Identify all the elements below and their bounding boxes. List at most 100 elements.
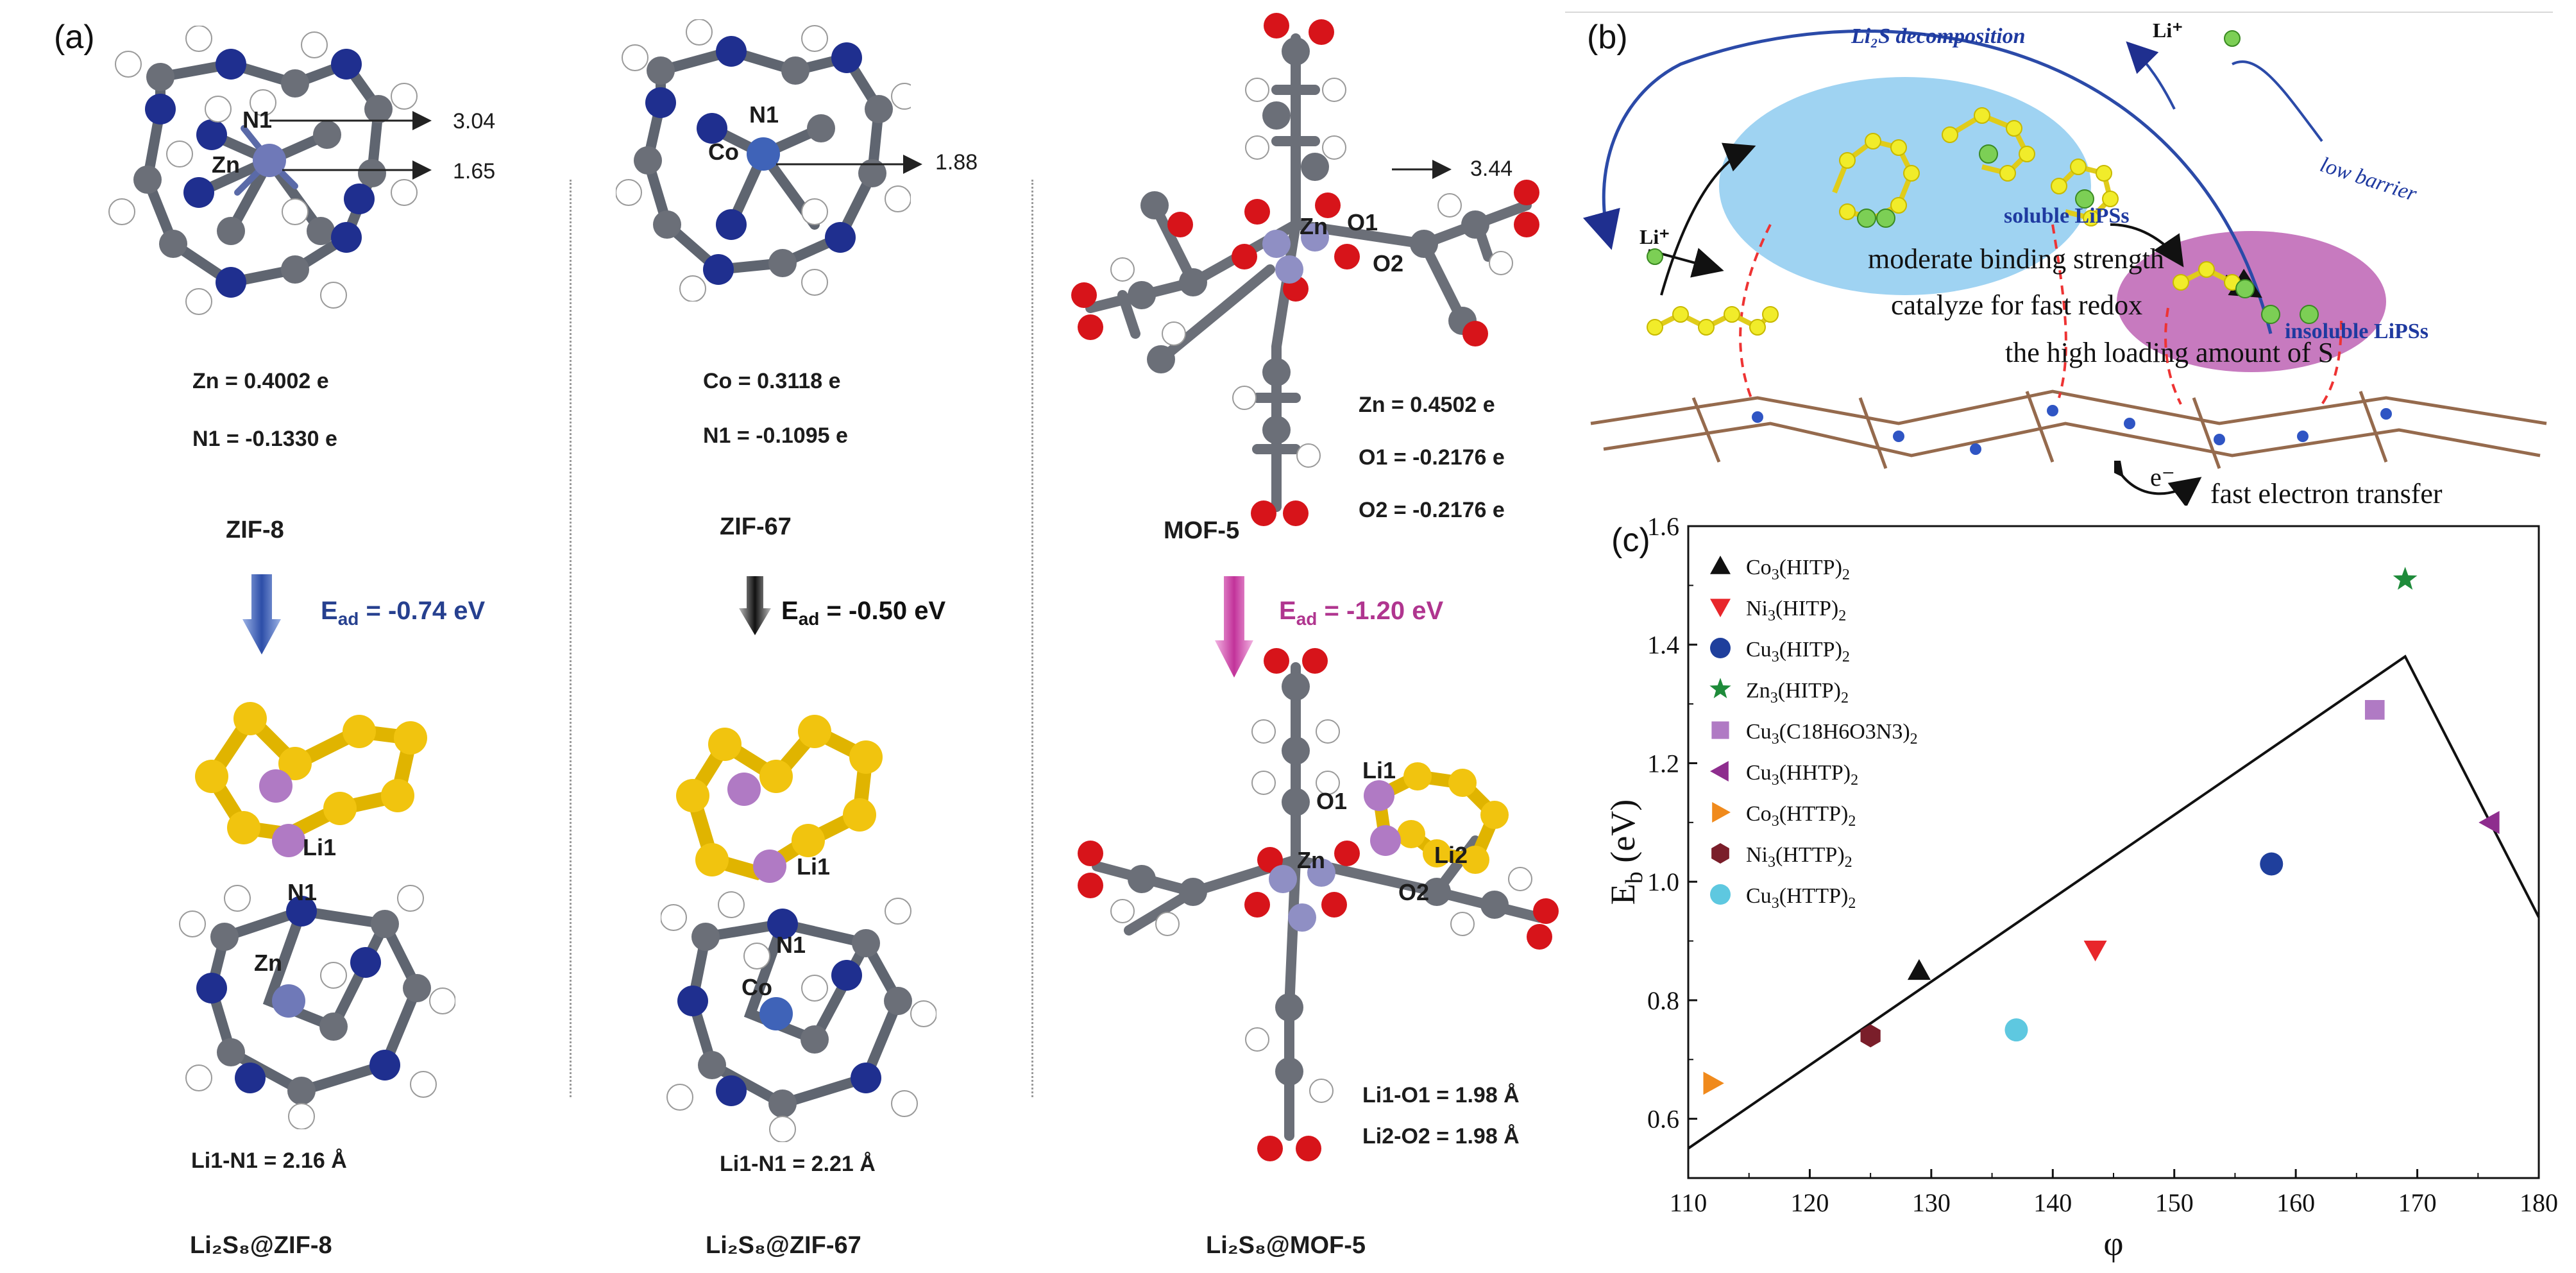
fast-redox-text: catalyze for fast redox	[1891, 289, 2143, 321]
x-tick-label: 160	[2276, 1188, 2315, 1217]
mof5-down-arrow	[1215, 576, 1253, 678]
mof5-zn-b-label: Zn	[1297, 847, 1325, 873]
legend-label-4: Cu3(C18H6O3N3)2	[1746, 720, 1918, 748]
legend-label-2: Cu3(HITP)2	[1746, 638, 1850, 665]
legend-label-5: Cu3(HHTP)2	[1746, 761, 1858, 789]
y-tick-label: 1.6	[1647, 513, 1679, 541]
mof5-charge-o2: O2 = -0.2176 e	[1359, 498, 1505, 522]
zif67-charge-n1: N1 = -0.1095 e	[703, 423, 848, 448]
mof5-li1-label: Li1	[1362, 757, 1396, 783]
zif67-co-label: Co	[708, 139, 739, 165]
x-tick-label: 130	[1912, 1188, 1951, 1217]
legend-marker-1	[1710, 599, 1731, 617]
zif8-dist-3-04: 3.04	[453, 109, 496, 133]
li-plus-left: Li⁺	[1640, 225, 1670, 248]
zif67-li1-label: Li1	[797, 853, 831, 880]
zif8-down-arrow	[242, 574, 281, 654]
y-tick-label: 1.0	[1647, 867, 1679, 896]
x-axis-label: φ	[2103, 1224, 2123, 1263]
zif8-n1-label: N1	[242, 107, 273, 133]
point-co3-hitp-2	[1907, 959, 1931, 980]
zif8-pointer-arrows	[269, 111, 432, 180]
zif8-charge-n1: N1 = -0.1330 e	[192, 427, 337, 451]
chart-axis-labels: φ Eb (eV)	[1604, 799, 2124, 1263]
zif8-li2s8-structure	[179, 702, 455, 1129]
zif8-ead: Ead = -0.74 eV	[321, 597, 486, 629]
mof5-bond1: Li1-O1 = 1.98 Å	[1362, 1083, 1520, 1107]
mof5-charge-zn: Zn = 0.4502 e	[1359, 393, 1495, 417]
panel-c-label: (c)	[1611, 522, 1650, 559]
zif67-n1-label: N1	[749, 101, 779, 128]
legend-label-3: Zn3(HITP)2	[1746, 679, 1849, 706]
mof5-o1-b-label: O1	[1316, 788, 1348, 814]
x-tick-label: 180	[2520, 1188, 2558, 1217]
panel-b-diagram	[1582, 29, 2547, 469]
zif8-product: Li₂S₈@ZIF-8	[190, 1232, 332, 1259]
insoluble-lipss-label: insoluble LiPSs	[2285, 320, 2428, 343]
mof5-charge-o1: O1 = -0.2176 e	[1359, 445, 1505, 470]
mof5-product: Li₂S₈@MOF-5	[1206, 1232, 1366, 1259]
zif67-structure	[616, 19, 911, 302]
panel-a-label: (a)	[54, 19, 95, 56]
mof5-o2-label: O2	[1373, 250, 1404, 277]
legend-marker-7	[1711, 843, 1729, 864]
mof5-structure	[1071, 13, 1539, 526]
mof5-dist-3-44: 3.44	[1470, 157, 1513, 181]
li-plus-top: Li⁺	[2153, 19, 2183, 42]
mof5-name: MOF-5	[1164, 517, 1240, 544]
legend-marker-0	[1710, 556, 1731, 574]
zif8-charge-zn: Zn = 0.4002 e	[192, 369, 329, 393]
zif67-li2s8-structure	[661, 715, 936, 1142]
zif67-charge-co: Co = 0.3118 e	[703, 369, 841, 393]
mof5-bond2: Li2-O2 = 1.98 Å	[1362, 1124, 1520, 1149]
legend-marker-2	[1710, 638, 1731, 658]
zif67-co-b-label: Co	[741, 974, 772, 1000]
mof5-ead: Ead = -1.20 eV	[1279, 597, 1444, 629]
zif67-bond: Li1-N1 = 2.21 Å	[720, 1152, 876, 1176]
chart-legend: Co3(HITP)2Ni3(HITP)2Cu3(HITP)2Zn3(HITP)2…	[1709, 556, 1918, 912]
point-co3-http-2	[1703, 1072, 1724, 1095]
panel-b-label: (b)	[1587, 19, 1628, 56]
point-ni3-hitp-2	[2083, 941, 2107, 962]
y-tick-label: 1.2	[1647, 749, 1679, 778]
legend-label-7: Ni3(HTTP)2	[1746, 843, 1852, 871]
y-axis-label: Eb (eV)	[1604, 799, 1648, 905]
fast-electron-text: fast electron transfer	[2210, 478, 2443, 509]
zif67-product: Li₂S₈@ZIF-67	[706, 1232, 861, 1259]
li2s-decomposition-label: Li₂S decomposition	[1851, 24, 2026, 48]
point-cu3-http-2	[2004, 1018, 2028, 1042]
x-tick-label: 140	[2033, 1188, 2072, 1217]
zif67-pointer-arrow	[776, 155, 922, 174]
point-zn3-hitp-2	[2393, 567, 2418, 590]
separator-2	[1031, 180, 1033, 1097]
legend-marker-3	[1709, 678, 1731, 699]
mof5-zn-label: Zn	[1300, 213, 1328, 239]
separator-1	[570, 180, 572, 1097]
mof5-o1-label: O1	[1347, 209, 1378, 235]
zif8-zn-b-label: Zn	[254, 950, 282, 976]
zif8-structure	[108, 26, 418, 315]
y-tick-label: 0.6	[1647, 1105, 1679, 1134]
legend-marker-5	[1710, 761, 1729, 782]
legend-label-6: Co3(HTTP)2	[1746, 802, 1856, 830]
zif8-bond: Li1-N1 = 2.16 Å	[191, 1149, 347, 1173]
legend-marker-6	[1712, 802, 1731, 823]
x-tick-label: 150	[2155, 1188, 2194, 1217]
legend-label-8: Cu3(HTTP)2	[1746, 884, 1856, 912]
electron-arrow	[2114, 461, 2202, 506]
point-ni3-http-2	[1860, 1024, 1881, 1048]
zif8-n1-b-label: N1	[287, 879, 318, 905]
high-loading-text: the high loading amount of S	[2005, 337, 2334, 368]
zif8-zn-label: Zn	[212, 151, 240, 178]
zif67-n1-b-label: N1	[776, 932, 806, 958]
zif8-name: ZIF-8	[226, 517, 284, 543]
point-cu3-c18h6o3n3-2	[2364, 700, 2385, 720]
zif67-ead: Ead = -0.50 eV	[781, 597, 946, 629]
zif67-down-arrow	[739, 576, 771, 635]
legend-marker-8	[1710, 884, 1731, 905]
mof5-li2s8-structure	[1078, 648, 1559, 1161]
y-tick-label: 0.8	[1647, 986, 1679, 1015]
point-cu3-hhtp-2	[2479, 810, 2500, 834]
